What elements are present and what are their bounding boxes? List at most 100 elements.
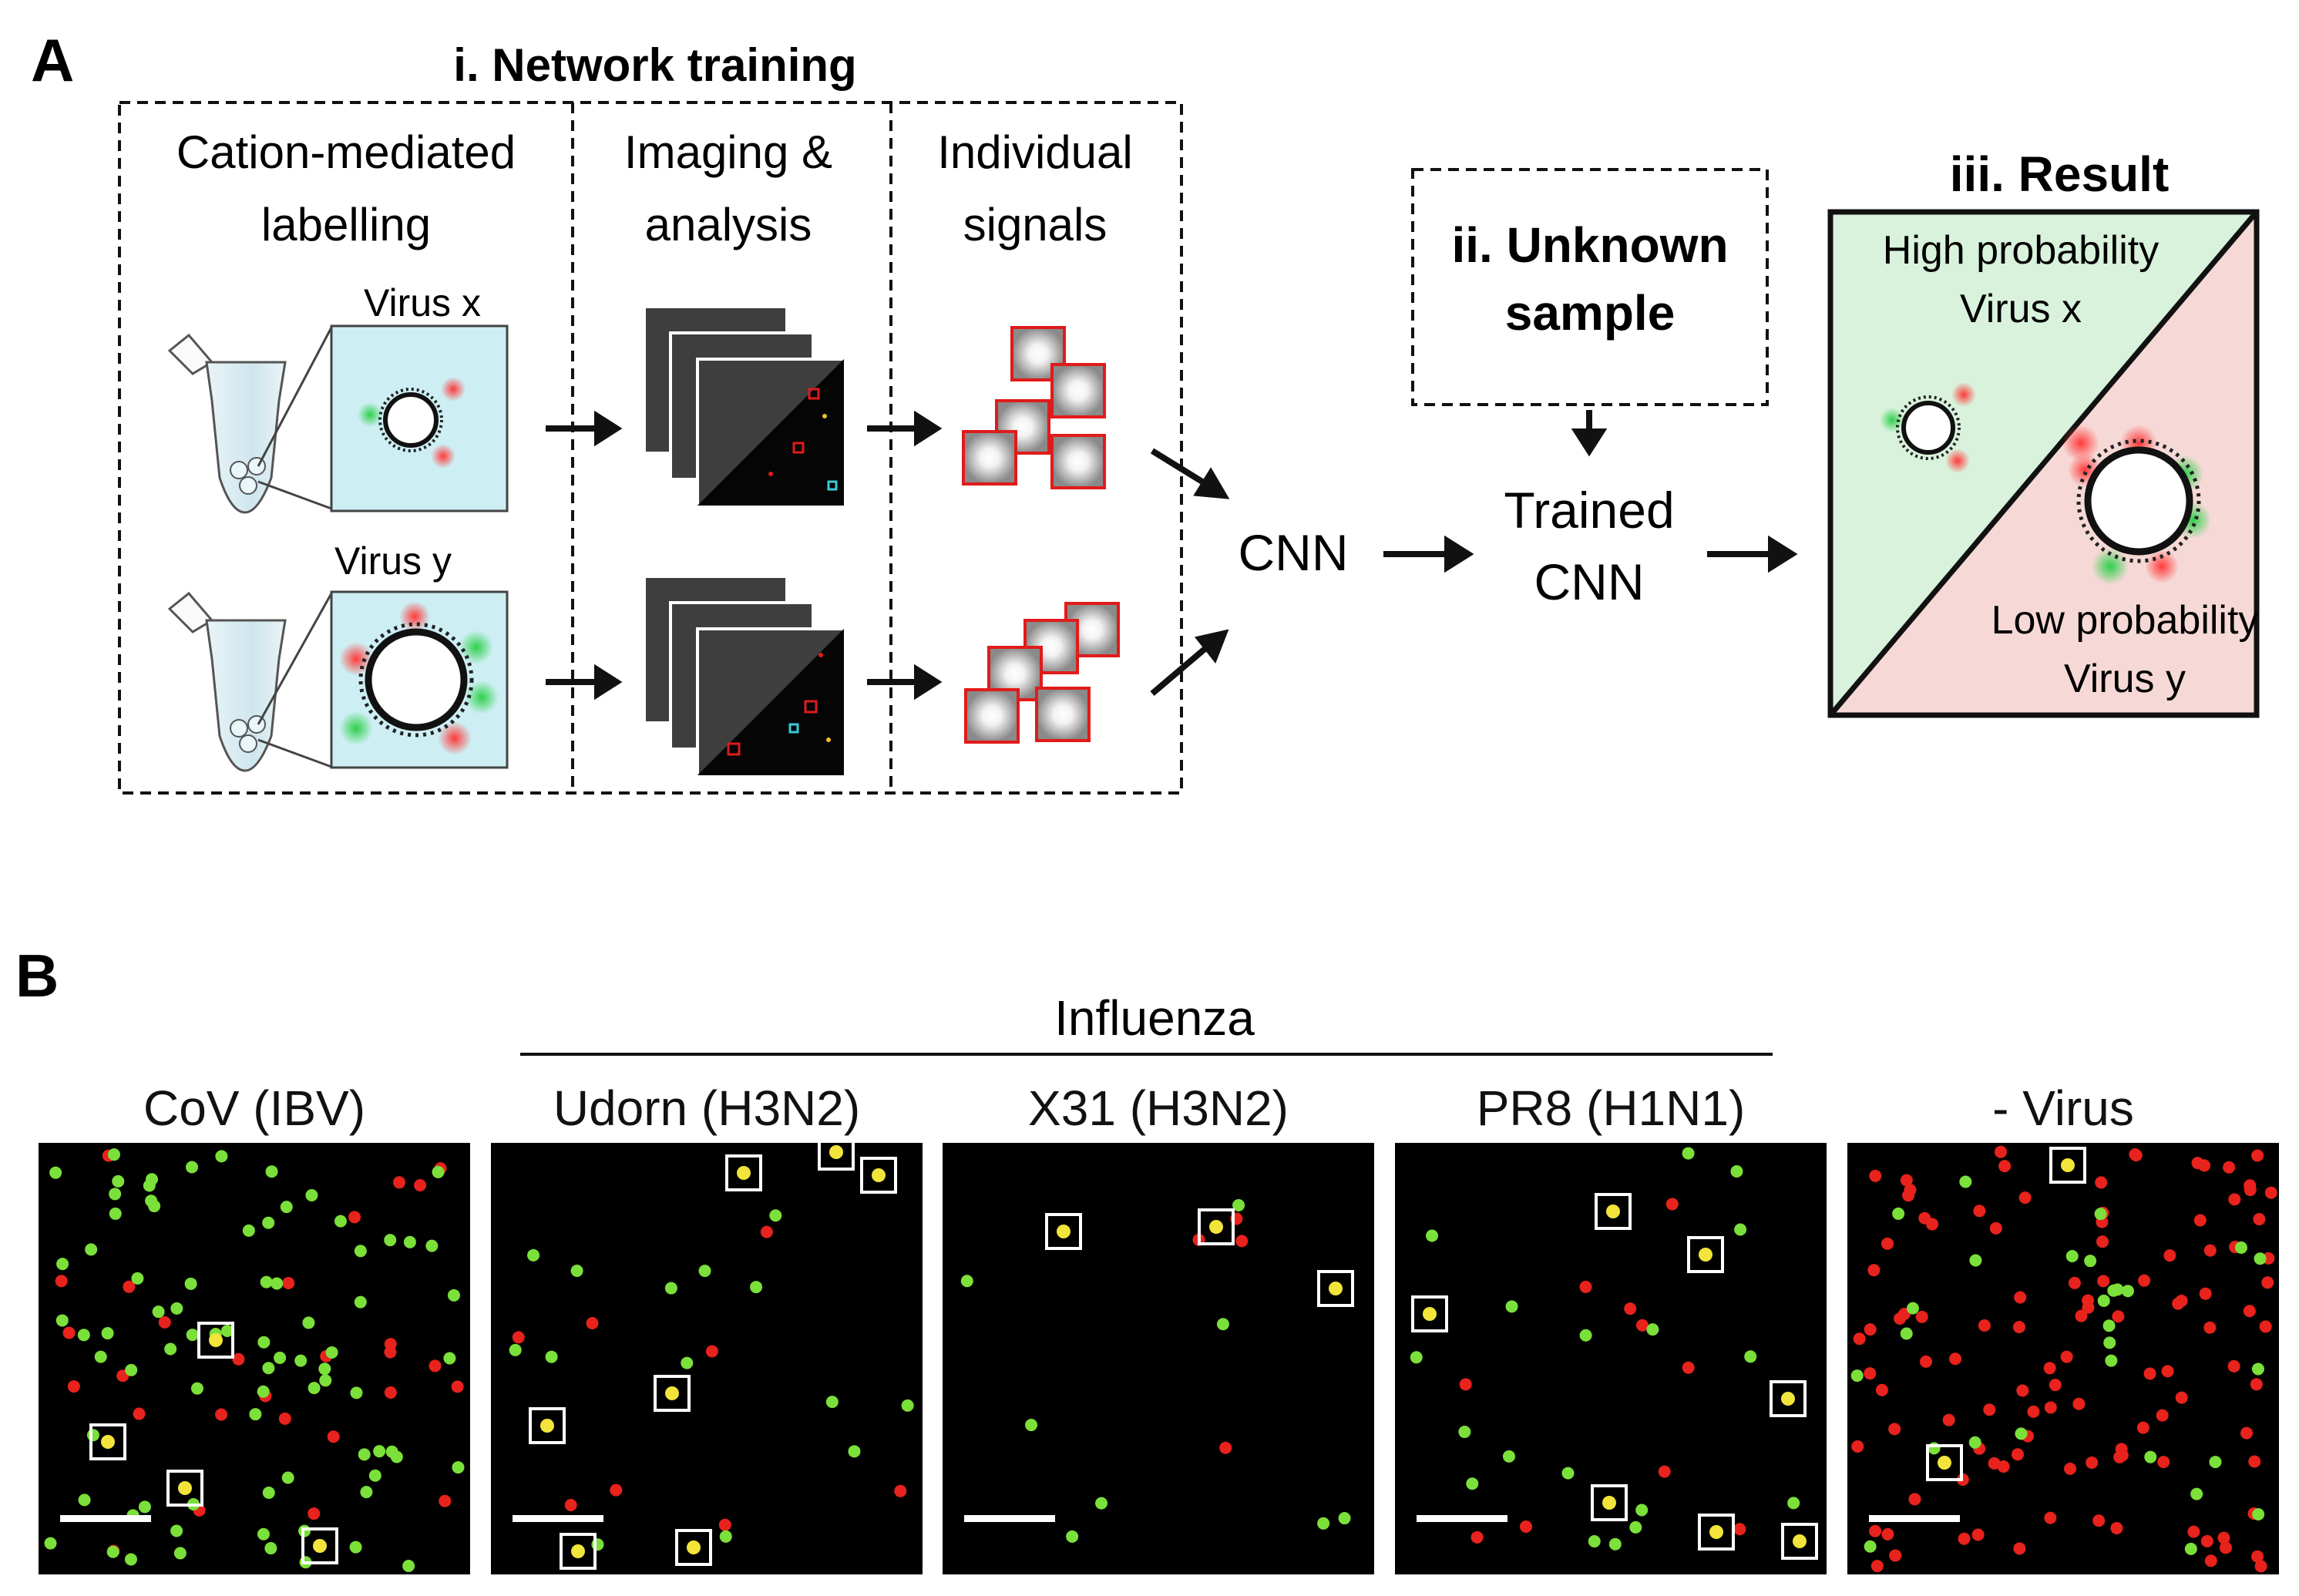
micrograph-label: Udorn (H3N2) <box>553 1080 860 1136</box>
green-spot <box>190 1382 203 1395</box>
green-spot <box>125 1363 138 1376</box>
red-spot <box>2068 1276 2081 1289</box>
colocalization-box <box>1781 1523 1818 1560</box>
green-spot <box>55 1314 69 1327</box>
trained-cnn-line1: Trained <box>1504 482 1674 539</box>
red-spot <box>2096 1235 2109 1248</box>
red-spot <box>2187 1525 2200 1538</box>
red-spot <box>2092 1514 2106 1527</box>
green-spot <box>402 1559 415 1572</box>
green-spot <box>350 1386 363 1399</box>
red-spot <box>2060 1350 2073 1363</box>
green-spot <box>281 1471 294 1484</box>
micrograph-background <box>943 1143 1374 1574</box>
red-spot <box>1919 1355 1932 1368</box>
green-spot <box>262 1486 275 1499</box>
red-spot <box>1978 1319 1991 1332</box>
green-spot <box>186 1161 199 1174</box>
red-spot <box>2112 1310 2125 1323</box>
red-spot <box>705 1345 718 1358</box>
red-spot <box>2044 1511 2057 1524</box>
red-spot <box>1665 1198 1679 1211</box>
red-spot <box>1994 1145 2007 1158</box>
green-spot <box>1458 1426 1471 1439</box>
tube-icon-y <box>167 591 287 772</box>
panel-a-letter: A <box>31 26 74 94</box>
colocalization-box <box>197 1322 234 1359</box>
colocalization-box <box>166 1470 203 1507</box>
red-spot <box>2136 1421 2149 1434</box>
unknown-title-line2: sample <box>1505 285 1676 341</box>
red-spot <box>2115 1443 2128 1456</box>
green-spot <box>2209 1456 2222 1469</box>
zoom-lines-y <box>257 593 333 768</box>
micrograph-4: PR8 (H1N1) <box>1395 1080 1827 1574</box>
red-spot <box>1635 1319 1649 1332</box>
green-spot <box>698 1265 711 1278</box>
colocalized-spot <box>829 1145 843 1159</box>
red-spot <box>1958 1532 1971 1545</box>
red-spot <box>1470 1530 1484 1544</box>
green-spot <box>719 1530 732 1543</box>
red-spot <box>2143 1367 2156 1380</box>
green-spot <box>109 1207 122 1220</box>
scale-bar <box>964 1515 1055 1522</box>
green-spot <box>170 1302 183 1315</box>
red-spot <box>2072 1397 2086 1410</box>
red-spot <box>2193 1214 2207 1227</box>
green-spot <box>186 1329 199 1342</box>
colocalized-spot <box>571 1544 585 1558</box>
red-spot <box>2043 1362 2056 1375</box>
red-spot <box>2259 1320 2272 1333</box>
colocalized-spot <box>737 1166 751 1180</box>
colocalized-spot <box>872 1168 886 1182</box>
green-spot <box>545 1350 558 1363</box>
colocalized-spot <box>1709 1525 1723 1539</box>
red-spot <box>2044 1401 2057 1414</box>
col3-title-line2: signals <box>963 199 1107 250</box>
influenza-label: Influenza <box>1054 990 1255 1046</box>
colocalization-box <box>654 1375 691 1412</box>
scale-bar <box>513 1515 603 1522</box>
colocalization-box <box>675 1529 712 1566</box>
red-spot <box>2110 1521 2123 1534</box>
red-spot <box>414 1179 427 1192</box>
red-spot <box>2157 1456 2170 1469</box>
green-spot <box>249 1408 262 1421</box>
green-spot <box>2184 1542 2197 1555</box>
green-spot <box>305 1189 318 1202</box>
red-spot <box>1971 1528 1985 1541</box>
green-spot <box>164 1342 177 1356</box>
green-spot <box>2144 1450 2157 1463</box>
red-spot <box>1658 1465 1671 1478</box>
green-spot <box>173 1547 187 1560</box>
green-spot <box>184 1277 197 1290</box>
result-title: iii. Result <box>1950 146 2170 202</box>
green-spot <box>570 1264 583 1277</box>
red-spot <box>1988 1457 2001 1470</box>
green-spot <box>2121 1285 2134 1298</box>
red-spot <box>2199 1287 2212 1300</box>
red-spot <box>67 1380 80 1393</box>
micrograph-1: CoV (IBV) <box>39 1080 470 1574</box>
green-spot <box>308 1382 321 1395</box>
low-prob-line2: Virus y <box>2064 657 2186 701</box>
red-spot <box>2097 1275 2110 1288</box>
colocalization-box <box>1926 1444 1963 1481</box>
red-spot <box>1908 1493 1921 1506</box>
red-spot <box>1869 1169 1882 1182</box>
green-spot <box>425 1239 439 1252</box>
green-spot <box>85 1243 98 1256</box>
red-spot <box>1915 1310 1928 1323</box>
colocalization-box <box>1595 1193 1632 1230</box>
green-spot <box>264 1542 277 1555</box>
red-spot <box>348 1211 361 1224</box>
colocalization-box <box>529 1407 566 1444</box>
green-spot <box>1066 1530 1079 1543</box>
green-spot <box>109 1188 122 1201</box>
red-spot <box>1998 1160 2012 1173</box>
colocalized-spot <box>1329 1282 1343 1295</box>
red-spot <box>2049 1379 2062 1392</box>
green-spot <box>298 1524 311 1537</box>
micrograph-label: PR8 (H1N1) <box>1477 1080 1746 1136</box>
